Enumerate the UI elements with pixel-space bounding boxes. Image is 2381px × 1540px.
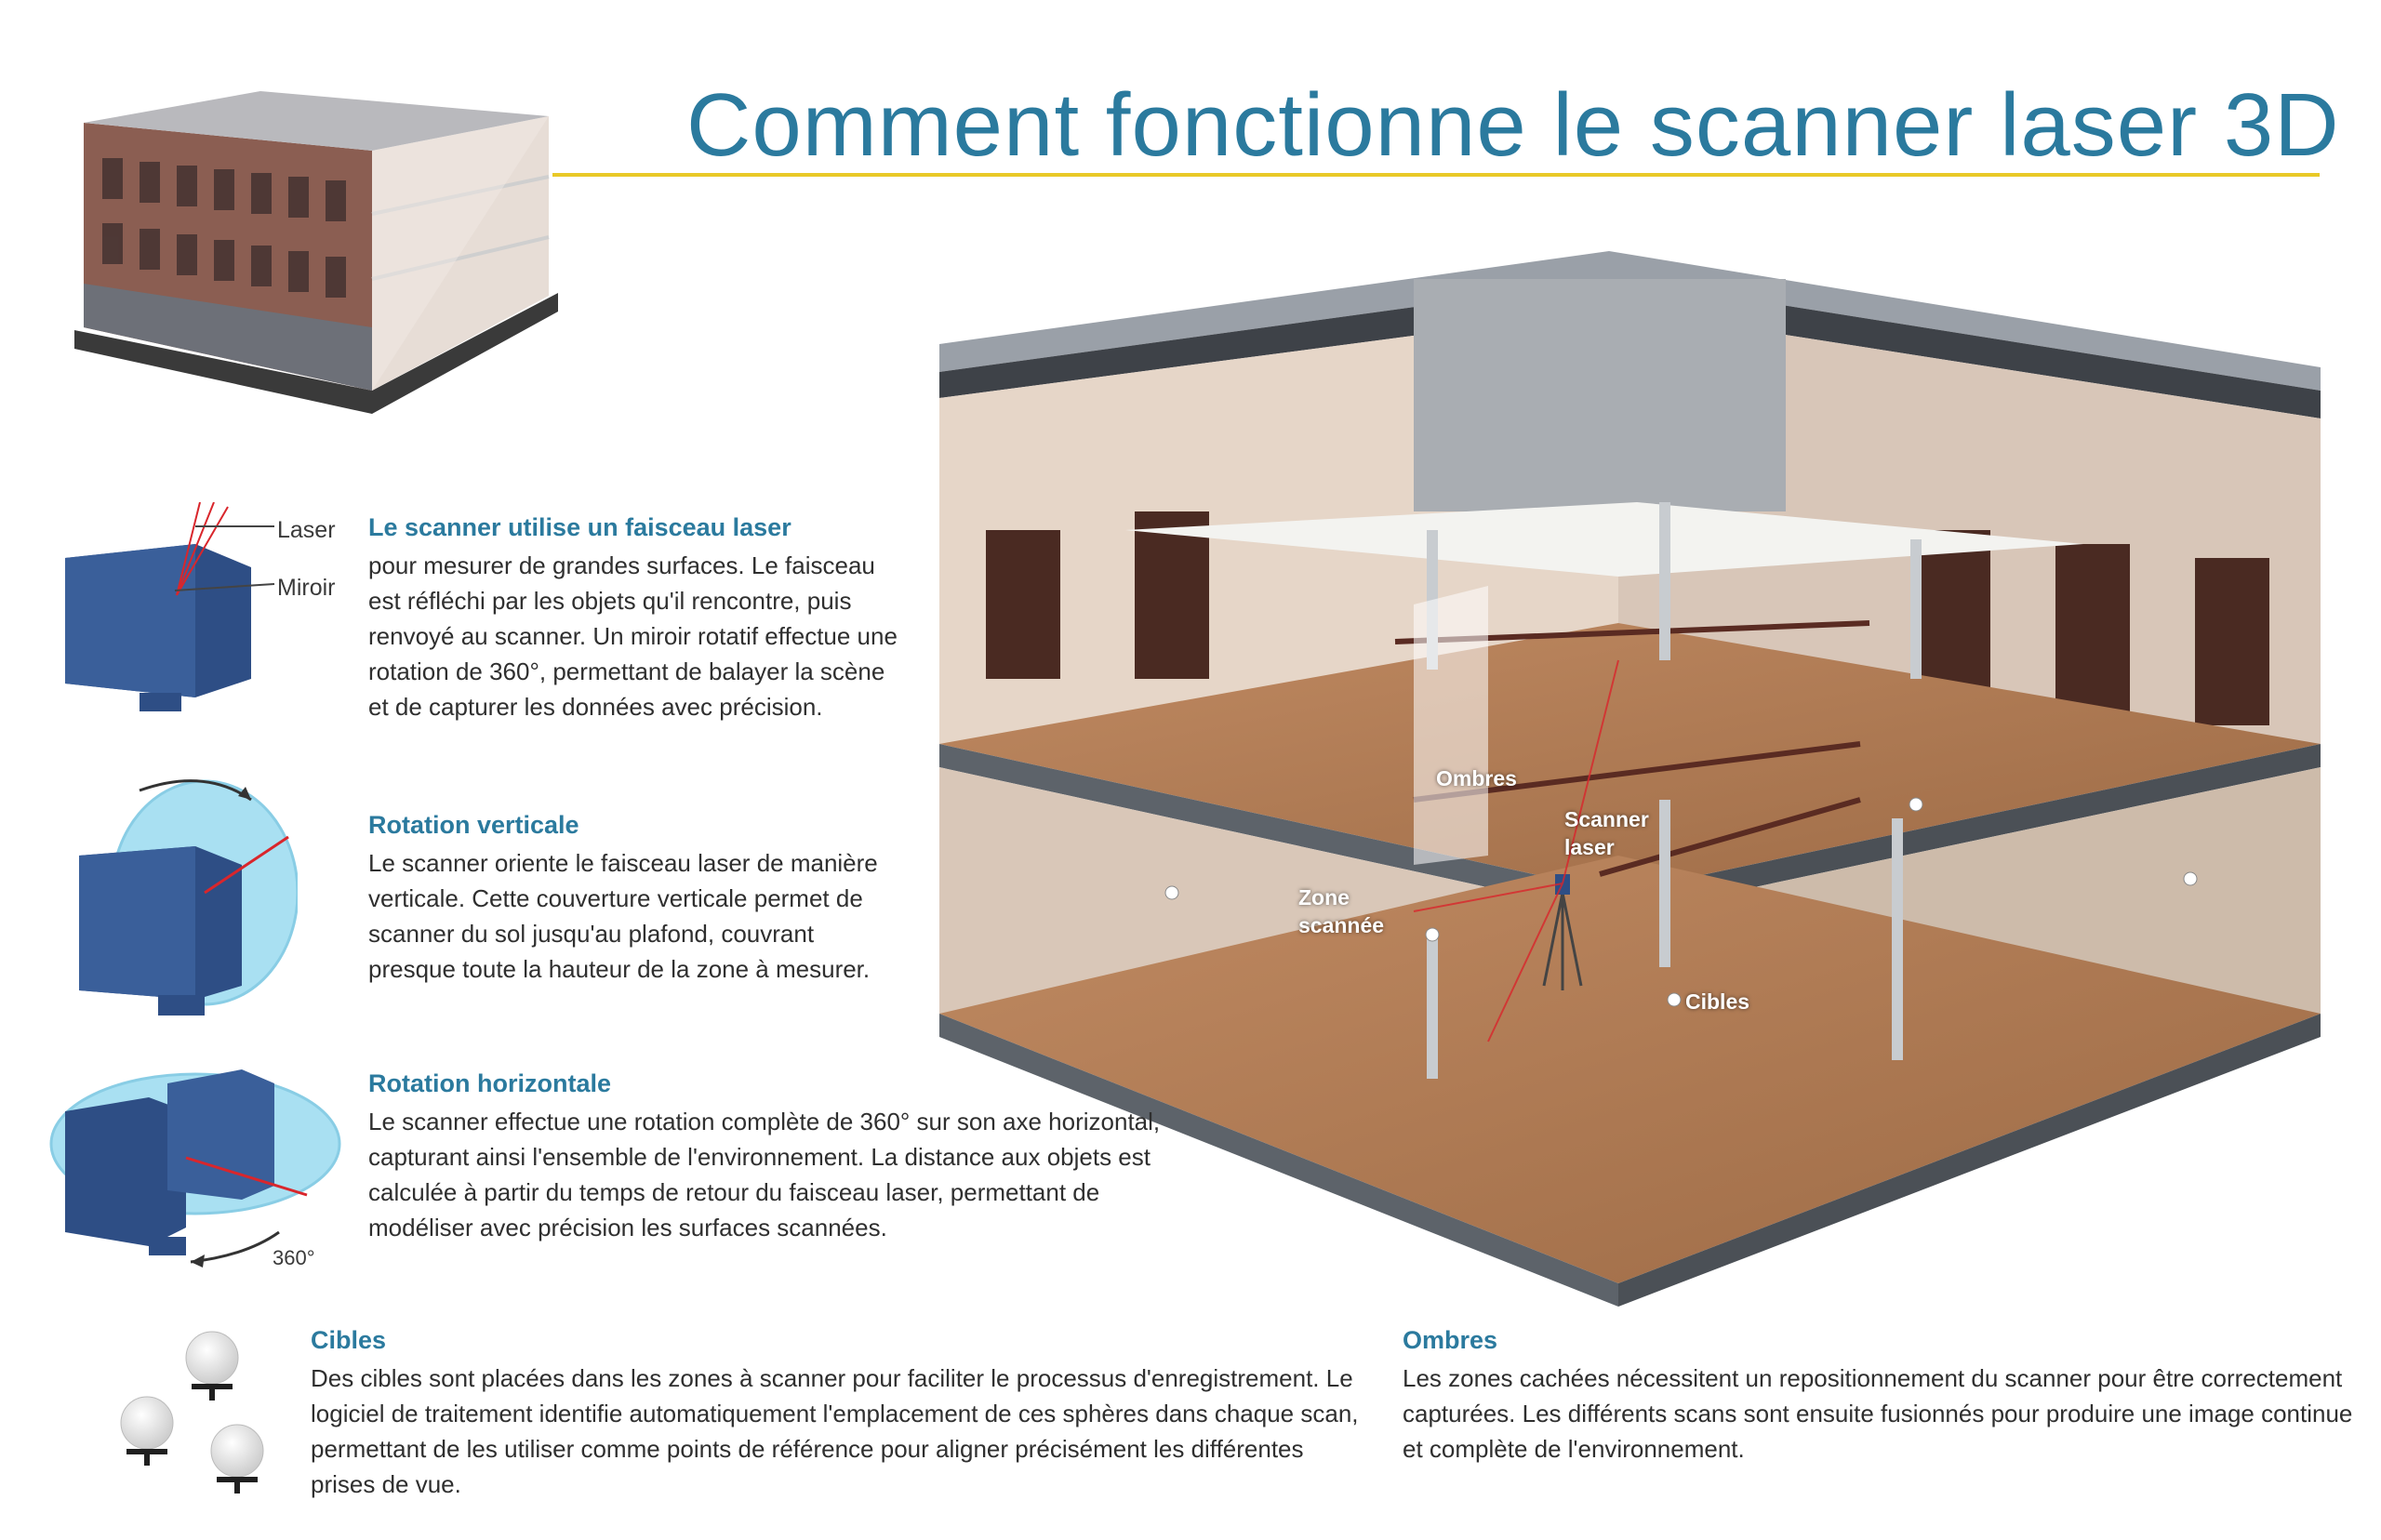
scanner-horizontal-rotation-icon bbox=[49, 1069, 341, 1268]
label-zone-scannee: Zone scannée bbox=[1298, 885, 1385, 937]
section-title: Rotation verticale bbox=[368, 811, 579, 839]
callout-miroir: Miroir bbox=[277, 575, 336, 601]
section-body: Le scanner oriente le faisceau laser de … bbox=[368, 849, 878, 983]
title-underline bbox=[552, 173, 2320, 177]
callout-laser: Laser bbox=[277, 517, 336, 543]
section-title: Cibles bbox=[311, 1326, 387, 1354]
building-cutaway-image bbox=[939, 251, 2321, 1307]
section-body: pour mesurer de grandes surfaces. Le fai… bbox=[368, 551, 898, 721]
label-ombres: Ombres bbox=[1436, 766, 1517, 790]
label-cibles: Cibles bbox=[1685, 989, 1750, 1014]
target-spheres-icon bbox=[120, 1331, 264, 1494]
section-body: Les zones cachées nécessitent un reposit… bbox=[1403, 1364, 2353, 1463]
section-body: Des cibles sont placées dans les zones à… bbox=[311, 1364, 1359, 1498]
scanner-vertical-rotation-icon bbox=[79, 779, 298, 1016]
section-cibles: Cibles Des cibles sont placées dans les … bbox=[311, 1326, 1362, 1502]
section-laser: Le scanner utilise un faisceau laser pou… bbox=[368, 513, 908, 724]
section-title: Rotation horizontale bbox=[368, 1069, 611, 1097]
scanner-laser-icon bbox=[65, 502, 275, 711]
section-horizontal-rotation: Rotation horizontale Le scanner effectue… bbox=[368, 1069, 1168, 1245]
label-scanner-laser: Scanner laser bbox=[1564, 807, 1649, 859]
section-ombres: Ombres Les zones cachées nécessitent un … bbox=[1403, 1326, 2361, 1467]
building-thumbnail-image bbox=[74, 91, 558, 414]
section-title: Ombres bbox=[1403, 1326, 1498, 1354]
section-title: Le scanner utilise un faisceau laser bbox=[368, 513, 791, 541]
section-body: Le scanner effectue une rotation complèt… bbox=[368, 1108, 1161, 1241]
callout-360: 360° bbox=[273, 1246, 315, 1269]
section-vertical-rotation: Rotation verticale Le scanner oriente le… bbox=[368, 811, 908, 987]
page-title: Comment fonctionne le scanner laser 3D bbox=[686, 75, 2340, 175]
